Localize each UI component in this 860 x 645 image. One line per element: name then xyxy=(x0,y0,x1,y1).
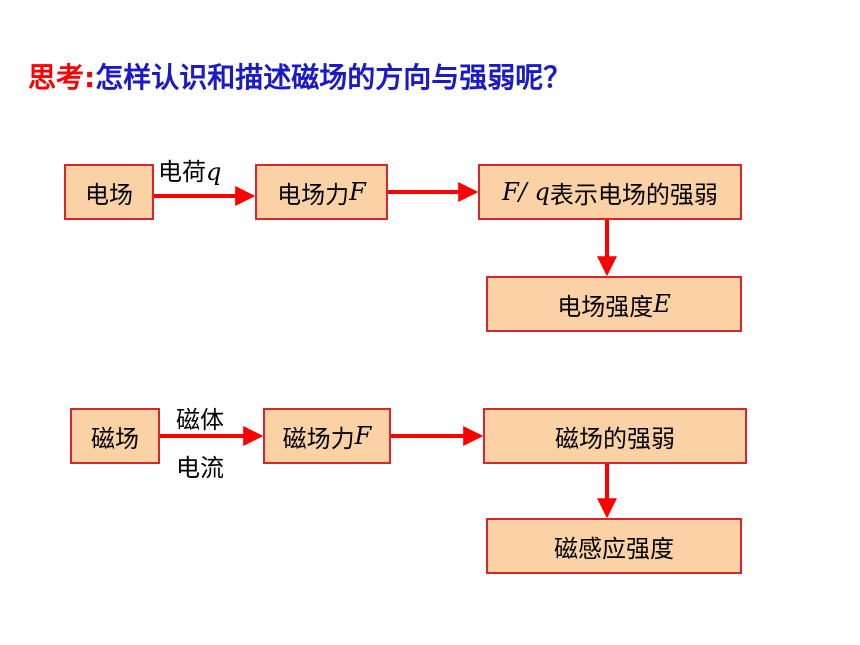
electric-field-box: 电场 xyxy=(64,164,154,220)
page-title: 思考:怎样认识和描述磁场的方向与强弱呢？ xyxy=(28,56,571,96)
magnetic-strength-label: 磁场的强弱 xyxy=(555,424,675,453)
charge-edge-label: 电荷q xyxy=(158,152,221,187)
electric-intensity-variable: E xyxy=(653,290,671,318)
magnetic-induction-label: 磁感应强度 xyxy=(554,534,674,563)
electric-force-label: 电场力 xyxy=(277,180,350,209)
current-source-label: 电流 xyxy=(176,454,224,482)
charge-variable: q xyxy=(206,158,222,186)
ratio-variable: F/ q xyxy=(502,178,550,206)
magnetic-field-box: 磁场 xyxy=(70,408,160,464)
title-prefix: 思考: xyxy=(28,61,96,94)
magnetic-field-label: 磁场 xyxy=(91,424,139,453)
electric-intensity-label: 电场强度 xyxy=(557,292,654,321)
charge-label: 电荷 xyxy=(158,158,206,186)
magnetic-force-variable: F xyxy=(354,422,372,450)
title-text: 怎样认识和描述磁场的方向与强弱呢？ xyxy=(95,61,572,94)
magnet-source-label: 磁体 xyxy=(176,406,224,434)
electric-field-label: 电场 xyxy=(85,180,133,209)
ratio-label: 表示电场的强弱 xyxy=(549,180,718,209)
magnetic-induction-box: 磁感应强度 xyxy=(486,518,742,574)
magnetic-force-label: 磁场力 xyxy=(282,424,355,453)
magnetic-strength-box: 磁场的强弱 xyxy=(483,408,747,464)
electric-force-variable: F xyxy=(349,178,366,206)
